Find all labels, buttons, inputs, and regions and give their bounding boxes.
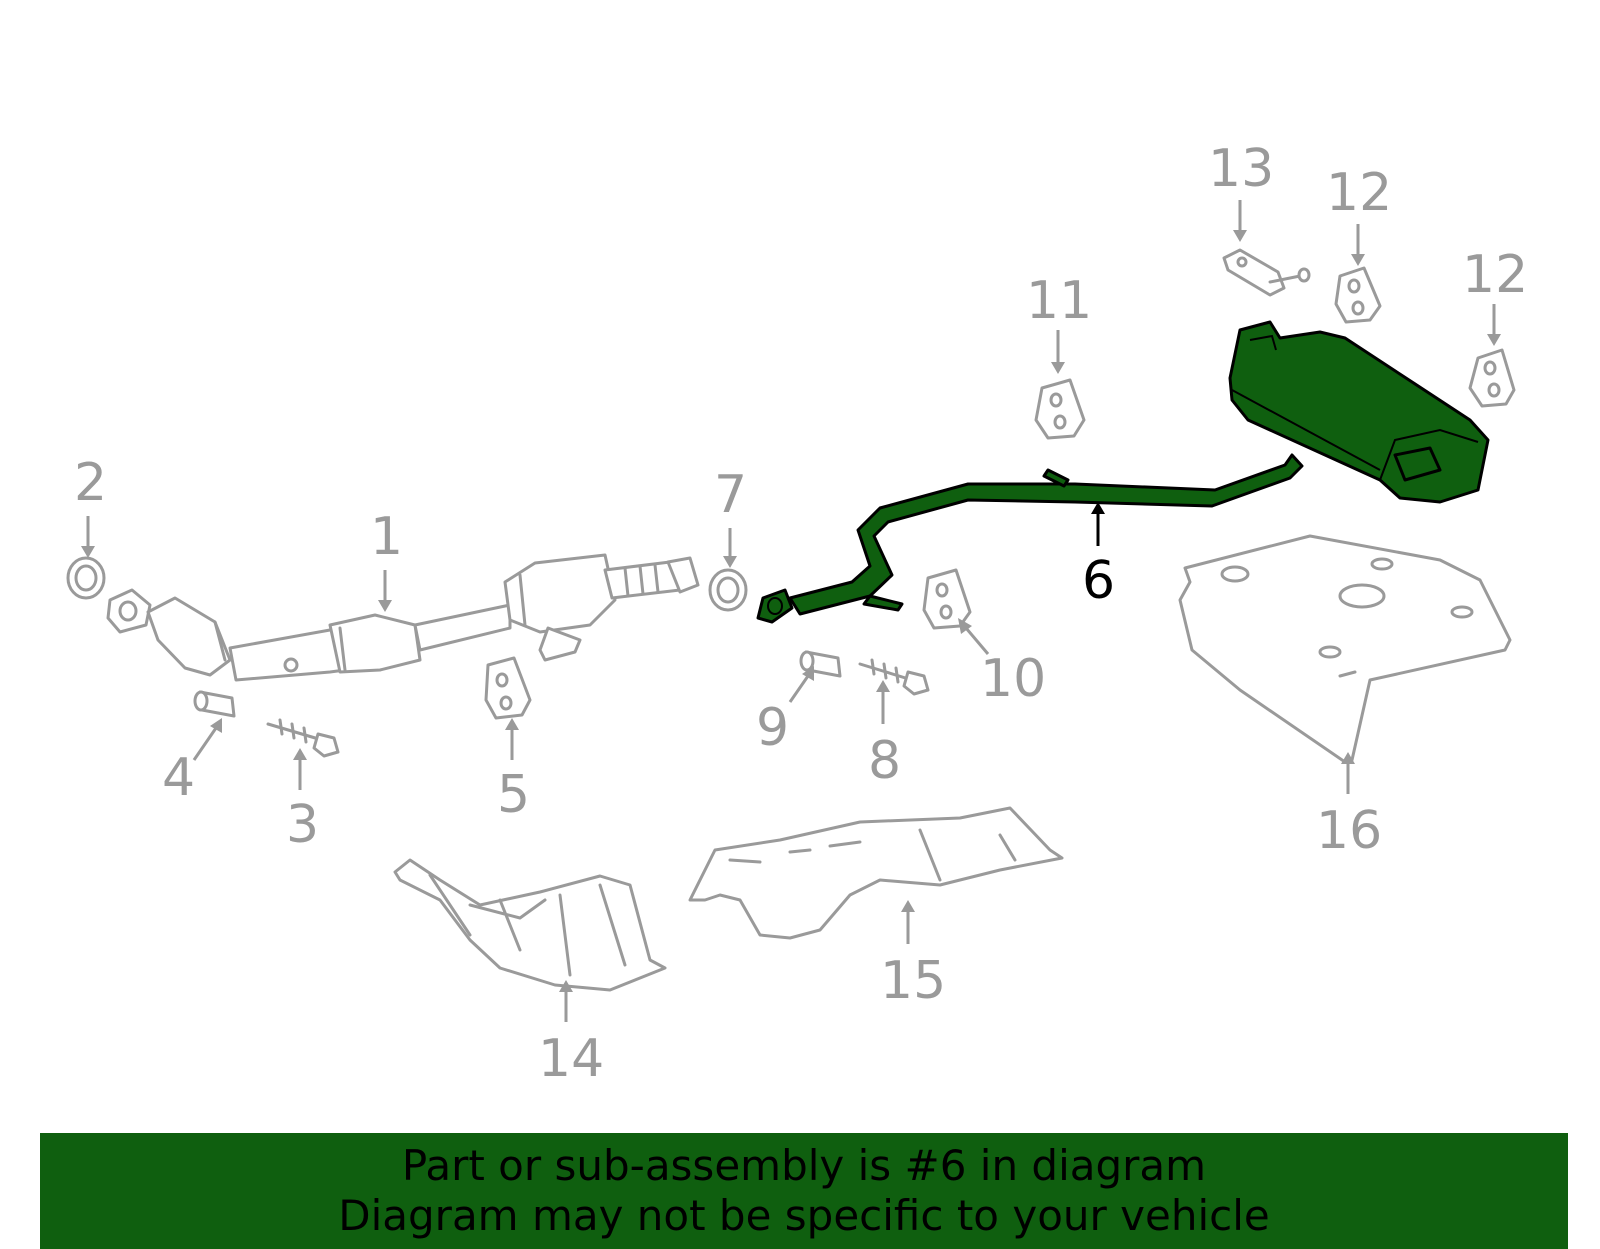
callout-10[interactable]: 10 [980, 649, 1046, 709]
part-6-muffler-and-pipe[interactable] [756, 320, 1490, 624]
callout-6[interactable]: 6 [1082, 551, 1115, 611]
part-12a-hanger[interactable] [1334, 266, 1382, 324]
part-9-nut[interactable] [799, 650, 842, 678]
callout-12a[interactable]: 12 [1326, 163, 1392, 223]
part-7-gasket[interactable] [708, 568, 748, 612]
part-15-center-heat-shield[interactable] [688, 806, 1064, 940]
callout-3[interactable]: 3 [286, 795, 319, 855]
callout-14[interactable]: 14 [538, 1029, 604, 1089]
part-10-hanger[interactable] [922, 568, 972, 630]
callout-8[interactable]: 8 [868, 731, 901, 791]
callout-9[interactable]: 9 [756, 698, 789, 758]
part-2-gasket[interactable] [66, 556, 106, 600]
info-banner: Part or sub-assembly is #6 in diagram Di… [40, 1133, 1568, 1249]
part-4-nut[interactable] [193, 690, 236, 718]
part-5-hanger[interactable] [484, 656, 532, 720]
callout-16[interactable]: 16 [1316, 801, 1382, 861]
callout-5[interactable]: 5 [497, 765, 530, 825]
callout-arrows [81, 200, 1501, 1022]
banner-part-note: Part or sub-assembly is #6 in diagram [401, 1141, 1207, 1190]
part-16-rear-heat-shield[interactable] [1178, 534, 1512, 764]
callout-4[interactable]: 4 [162, 748, 195, 808]
callout-2[interactable]: 2 [74, 453, 107, 513]
part-1-front-pipe-converter[interactable] [106, 553, 700, 682]
callout-12b[interactable]: 12 [1462, 245, 1528, 305]
part-8-bolt[interactable] [858, 658, 930, 696]
part-12b-hanger[interactable] [1468, 348, 1516, 408]
part-11-hanger[interactable] [1034, 378, 1086, 440]
banner-disclaimer: Diagram may not be specific to your vehi… [338, 1191, 1270, 1240]
part-13-bracket[interactable] [1222, 248, 1311, 297]
callout-15[interactable]: 15 [880, 951, 946, 1011]
callout-11[interactable]: 11 [1026, 271, 1092, 331]
callout-13[interactable]: 13 [1208, 139, 1274, 199]
callout-7[interactable]: 7 [714, 465, 747, 525]
part-14-front-heat-shield[interactable] [393, 858, 667, 992]
callout-1[interactable]: 1 [370, 507, 403, 567]
part-3-bolt[interactable] [266, 718, 340, 758]
